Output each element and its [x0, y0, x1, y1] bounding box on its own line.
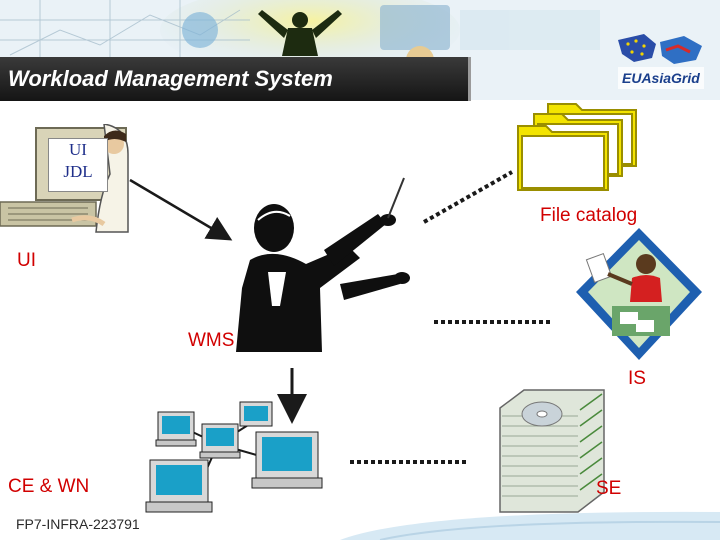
file-catalog-folders-icon [512, 100, 642, 196]
dotted-link-wms-filecatalog [424, 172, 512, 222]
computer-icon [156, 412, 196, 446]
se-storage-cd-stack-icon [494, 386, 610, 518]
wms-label: WMS [188, 330, 234, 352]
ui-screen: UI JDL [48, 138, 108, 192]
jdl-screen-label: JDL [49, 161, 107, 183]
is-information-system-icon [574, 226, 704, 362]
is-label: IS [628, 368, 646, 390]
project-code: FP7-INFRA-223791 [16, 516, 140, 532]
wms-conductor-icon [228, 176, 412, 356]
ce-wn-label: CE & WN [8, 476, 89, 498]
se-label: SE [596, 478, 621, 500]
ui-screen-label: UI [49, 139, 107, 161]
arrow-ui-to-wms [130, 180, 228, 238]
ui-label: UI [17, 250, 36, 272]
file-catalog-label: File catalog [540, 205, 637, 227]
